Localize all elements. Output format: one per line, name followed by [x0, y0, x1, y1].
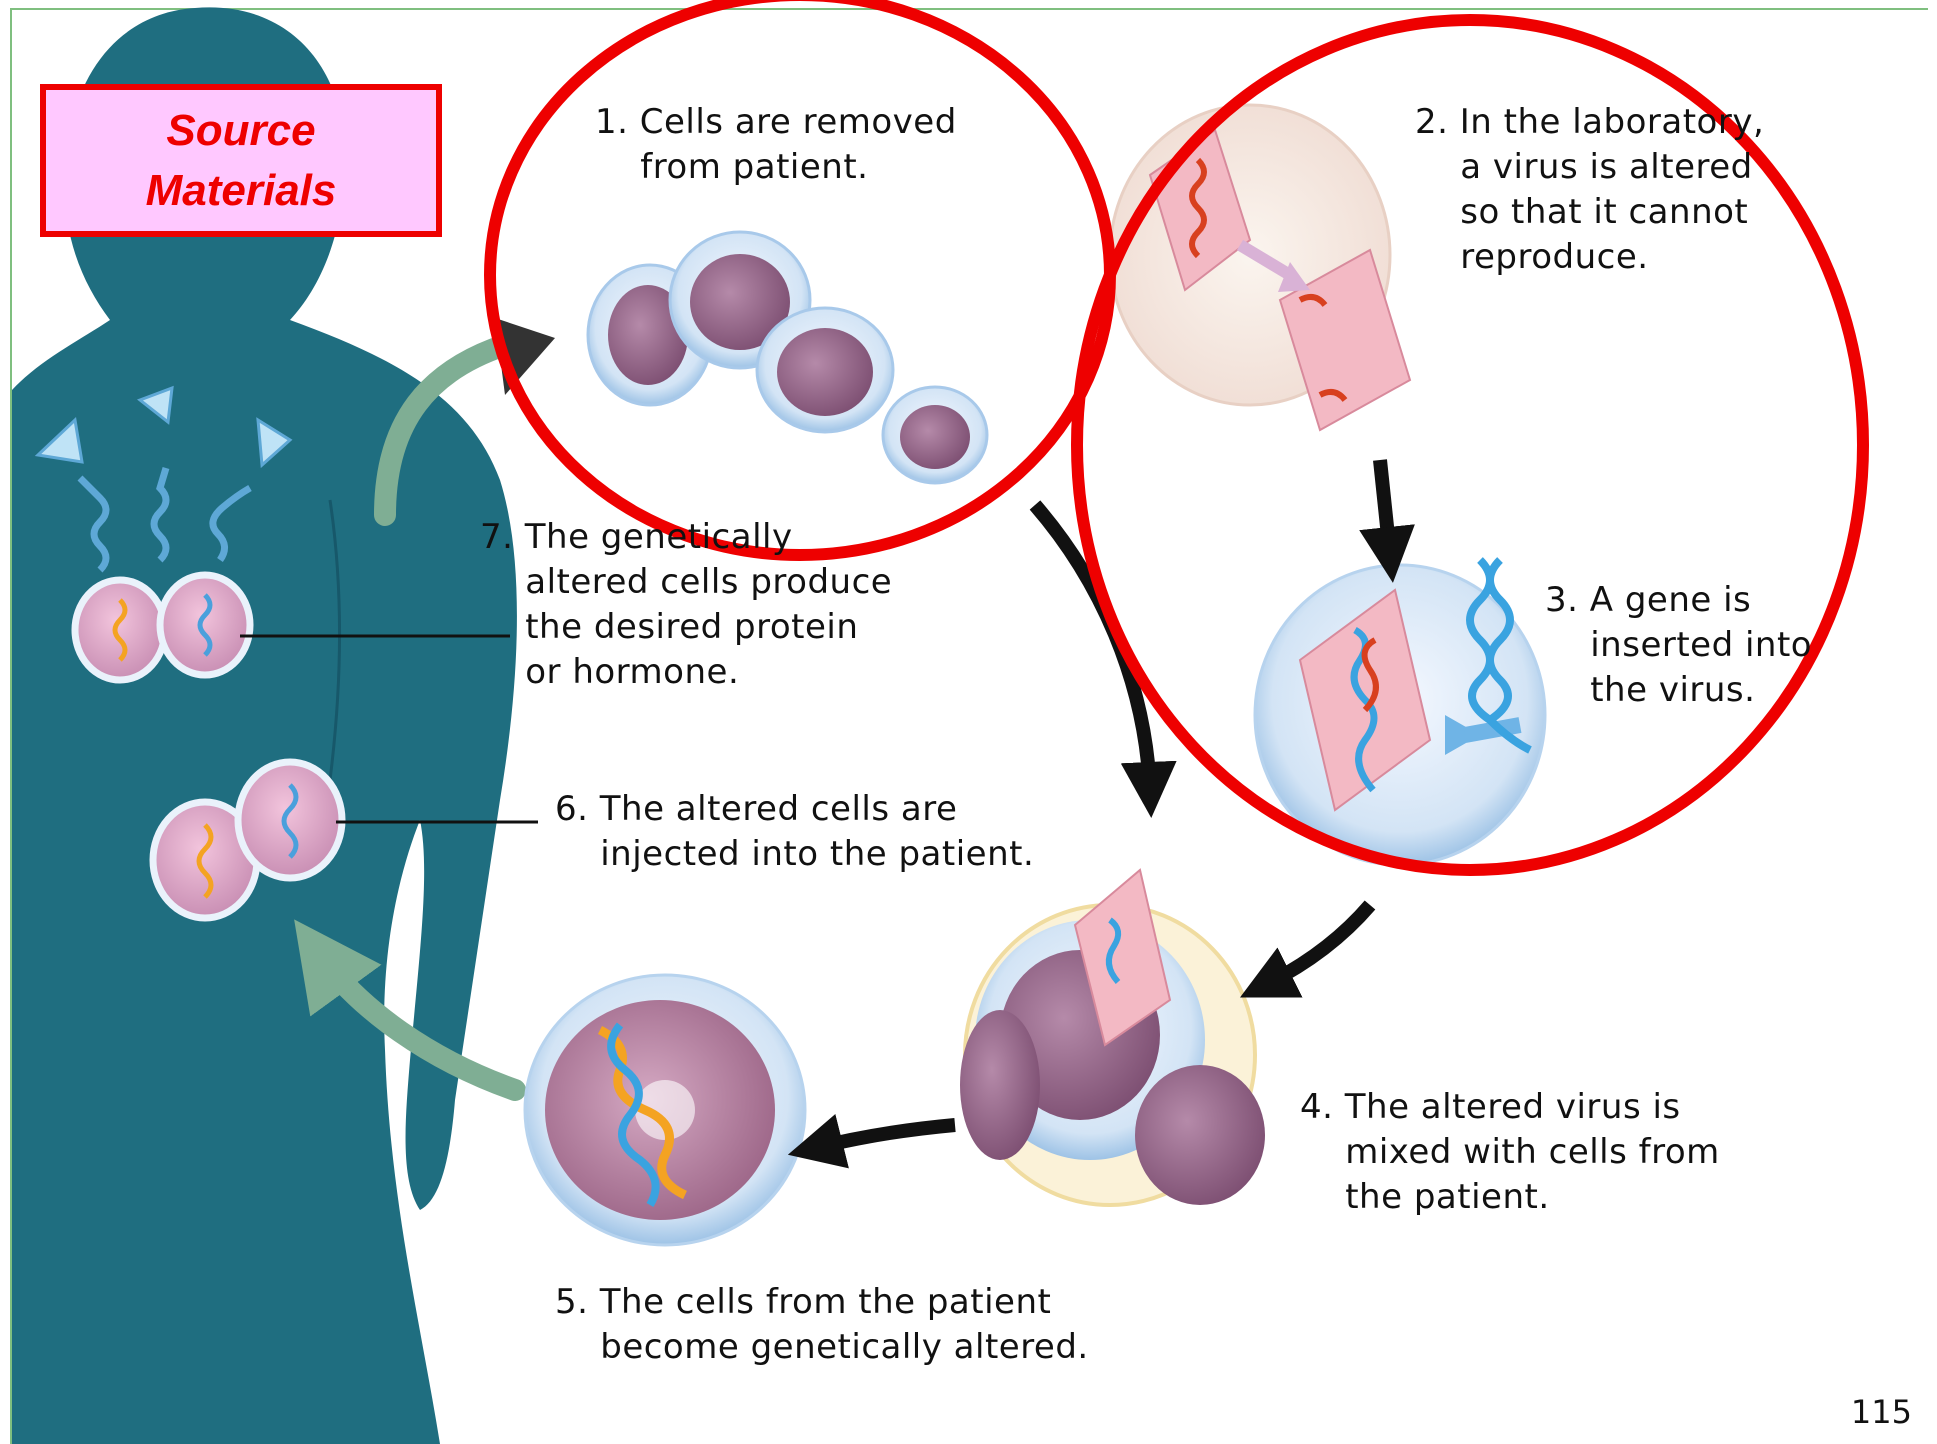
genetically-altered-cell — [525, 975, 805, 1245]
step-6-text: 6. The altered cells are injected into t… — [555, 787, 1034, 877]
step-5-text: 5. The cells from the patient become gen… — [555, 1280, 1089, 1370]
page-number: 115 — [1851, 1393, 1912, 1431]
virus-mixed-with-cells — [960, 870, 1265, 1205]
step-3-text: 3. A gene is inserted into the virus. — [1545, 578, 1812, 713]
step-2-text: 2. In the laboratory, a virus is altered… — [1415, 100, 1764, 280]
source-materials-text: Source Materials — [146, 101, 337, 221]
source-materials-label: Source Materials — [40, 84, 442, 237]
step-1-text: 1. Cells are removed from patient. — [595, 100, 957, 190]
laboratory-virus-dish — [1110, 105, 1410, 430]
step-7-text: 7. The genetically altered cells produce… — [480, 515, 892, 695]
gene-insertion-bubble — [1255, 560, 1545, 865]
step-4-text: 4. The altered virus is mixed with cells… — [1300, 1085, 1720, 1220]
removed-cells — [588, 232, 987, 483]
